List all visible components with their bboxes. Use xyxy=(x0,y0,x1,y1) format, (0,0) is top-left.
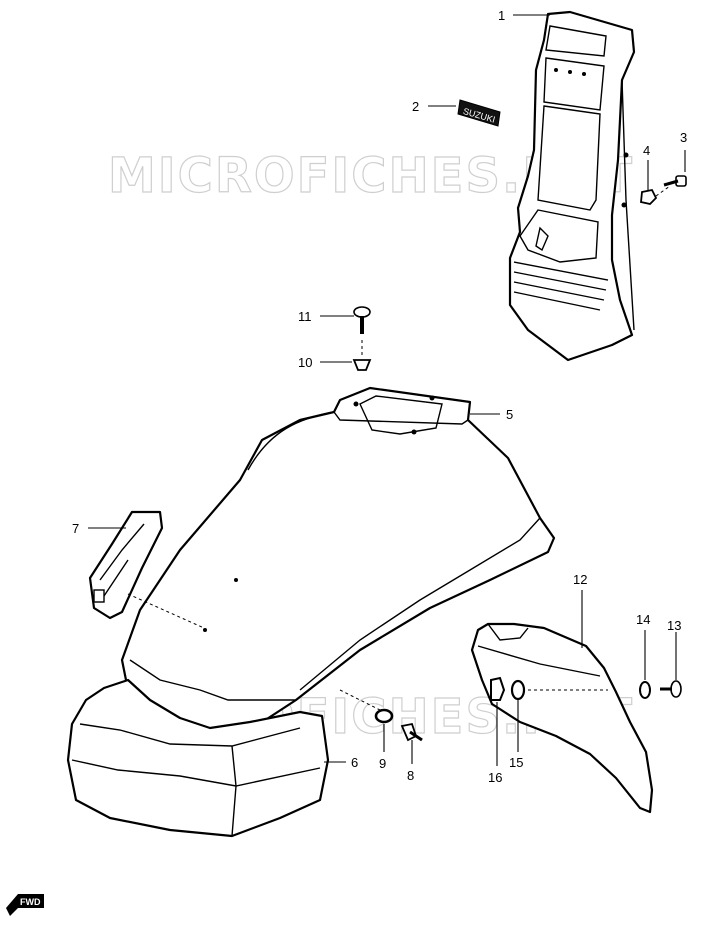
part-3-screw xyxy=(663,175,687,187)
part-4-nut xyxy=(640,188,658,205)
part-16-nut xyxy=(490,676,506,701)
part-10-grommet xyxy=(352,359,372,371)
callout-14: 14 xyxy=(636,612,650,627)
part-2-emblem: SUZUKI xyxy=(457,99,501,127)
part-7-reflector xyxy=(88,510,164,620)
part-14-washer xyxy=(639,681,651,699)
fwd-label: FWD xyxy=(20,897,41,907)
part-13-screw xyxy=(660,680,682,698)
callout-16: 16 xyxy=(488,770,502,785)
part-15-washer xyxy=(510,679,526,701)
part-1-front-cover xyxy=(508,10,636,362)
callout-2: 2 xyxy=(412,99,419,114)
callout-7: 7 xyxy=(72,521,79,536)
part-9-washer xyxy=(374,708,394,724)
callout-5: 5 xyxy=(506,407,513,422)
callout-3: 3 xyxy=(680,130,687,145)
callout-4: 4 xyxy=(643,143,650,158)
part-6-fender-lower xyxy=(66,678,330,838)
callout-11: 11 xyxy=(298,309,312,324)
callout-13: 13 xyxy=(667,618,681,633)
callout-12: 12 xyxy=(573,572,587,587)
callout-6: 6 xyxy=(351,755,358,770)
callout-10: 10 xyxy=(298,355,312,370)
callout-15: 15 xyxy=(509,755,523,770)
leader-lines xyxy=(88,14,686,766)
callout-8: 8 xyxy=(407,768,414,783)
callout-9: 9 xyxy=(379,756,386,771)
part-11-screw xyxy=(353,306,371,334)
callout-1: 1 xyxy=(498,8,505,23)
part-8-bolt xyxy=(400,722,423,742)
fwd-arrow-icon: FWD xyxy=(6,894,44,916)
part-5-front-fender xyxy=(120,386,556,744)
